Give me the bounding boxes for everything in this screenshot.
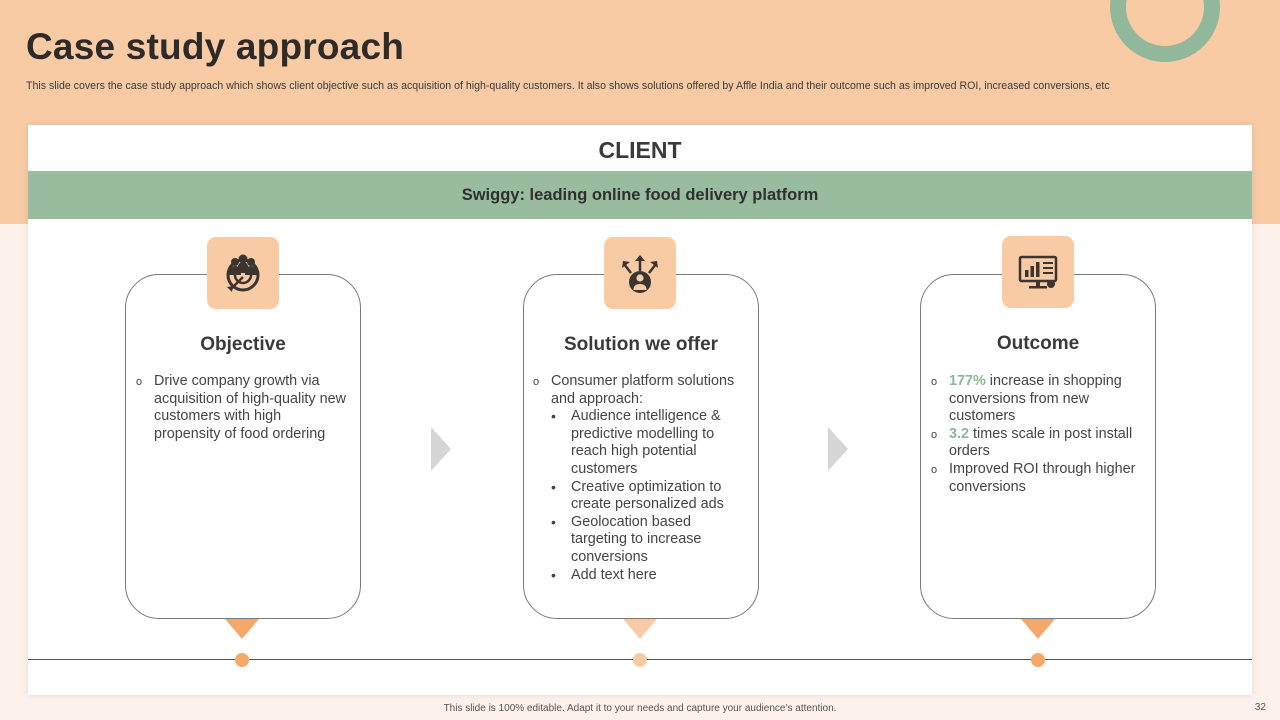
card-title-outcome[interactable]: Outcome <box>996 333 1080 354</box>
outcome-list: o 177% increase in shopping conversions … <box>931 373 1145 496</box>
solution-list: o Consumer platform solutions and approa… <box>533 373 748 584</box>
card-title-objective[interactable]: Objective <box>200 334 286 355</box>
list-item-text[interactable]: Consumer platform solutions and approach… <box>551 373 735 407</box>
objective-card: Objective o Drive company growth via acq… <box>125 274 361 619</box>
slide-footer: This slide is 100% editable. Adapt it to… <box>443 703 837 714</box>
user-growth-icon <box>622 255 658 293</box>
sub-list-item: • Add text here <box>551 567 748 585</box>
bullet-marker: o <box>931 428 938 441</box>
highlight-value[interactable]: 3.2 <box>949 425 970 442</box>
bullet-marker: o <box>533 376 540 388</box>
solution-sub-list: • Audience intelligence & predictive mod… <box>551 408 748 584</box>
page-number: 32 <box>1254 702 1266 713</box>
list-item: o Improved ROI through higher conversion… <box>931 461 1145 496</box>
sub-list-item: • Creative optimization to create person… <box>551 479 748 514</box>
slide-title[interactable]: Case study approach <box>26 26 405 67</box>
sub-list-item: • Audience intelligence & predictive mod… <box>551 408 748 478</box>
timeline-dot <box>235 653 249 667</box>
highlight-value[interactable]: 177% <box>949 373 986 389</box>
solution-icon-tile <box>604 237 676 309</box>
sub-list-item-text[interactable]: Geolocation based targeting to increase … <box>571 513 702 565</box>
list-item: o 3.2 times scale in post install orders <box>931 426 1145 461</box>
client-description[interactable]: Swiggy: leading online food delivery pla… <box>28 171 1252 219</box>
content-panel: CLIENT Swiggy: leading online food deliv… <box>28 125 1252 695</box>
outcome-icon-tile <box>1002 236 1074 308</box>
analytics-monitor-icon <box>1018 255 1058 289</box>
list-item-text[interactable]: increase in shopping conversions from ne… <box>949 373 1122 425</box>
client-heading[interactable]: CLIENT <box>598 137 682 163</box>
sub-bullet-marker: • <box>551 408 556 425</box>
objective-icon-tile <box>207 237 279 309</box>
solution-card: Solution we offer o Consumer platform so… <box>523 274 759 619</box>
sub-list-item-text[interactable]: Creative optimization to create personal… <box>571 478 724 513</box>
card-pointer <box>623 619 657 639</box>
card-pointer <box>225 619 259 639</box>
list-item-text[interactable]: times scale in post install orders <box>949 425 1133 460</box>
list-item: o Drive company growth via acquisition o… <box>136 373 350 443</box>
sub-bullet-marker: • <box>551 566 556 583</box>
target-audience-icon <box>226 254 260 292</box>
chevron-right-icon <box>828 427 848 471</box>
card-pointer <box>1021 619 1055 639</box>
sub-list-item: • Geolocation based targeting to increas… <box>551 514 748 567</box>
sub-bullet-marker: • <box>551 478 556 495</box>
card-title-solution[interactable]: Solution we offer <box>563 334 719 355</box>
bullet-marker: o <box>136 376 143 388</box>
sub-list-item-text[interactable]: Audience intelligence & predictive model… <box>571 408 721 477</box>
chevron-right-icon <box>431 427 451 471</box>
list-item-text[interactable]: Drive company growth via acquisition of … <box>154 373 346 442</box>
list-item: o Consumer platform solutions and approa… <box>533 373 748 584</box>
list-item: o 177% increase in shopping conversions … <box>931 373 1145 426</box>
outcome-card: Outcome o 177% increase in shopping conv… <box>920 274 1156 619</box>
sub-list-item-text[interactable]: Add text here <box>571 566 657 583</box>
list-item-text[interactable]: Improved ROI through higher conversions <box>949 460 1136 495</box>
timeline-dot <box>1031 653 1045 667</box>
sub-bullet-marker: • <box>551 513 556 530</box>
bullet-marker: o <box>931 463 938 476</box>
objective-list: o Drive company growth via acquisition o… <box>136 373 350 443</box>
slide-subtitle[interactable]: This slide covers the case study approac… <box>26 80 1110 92</box>
timeline-dot <box>633 653 647 667</box>
bullet-marker: o <box>931 376 938 388</box>
